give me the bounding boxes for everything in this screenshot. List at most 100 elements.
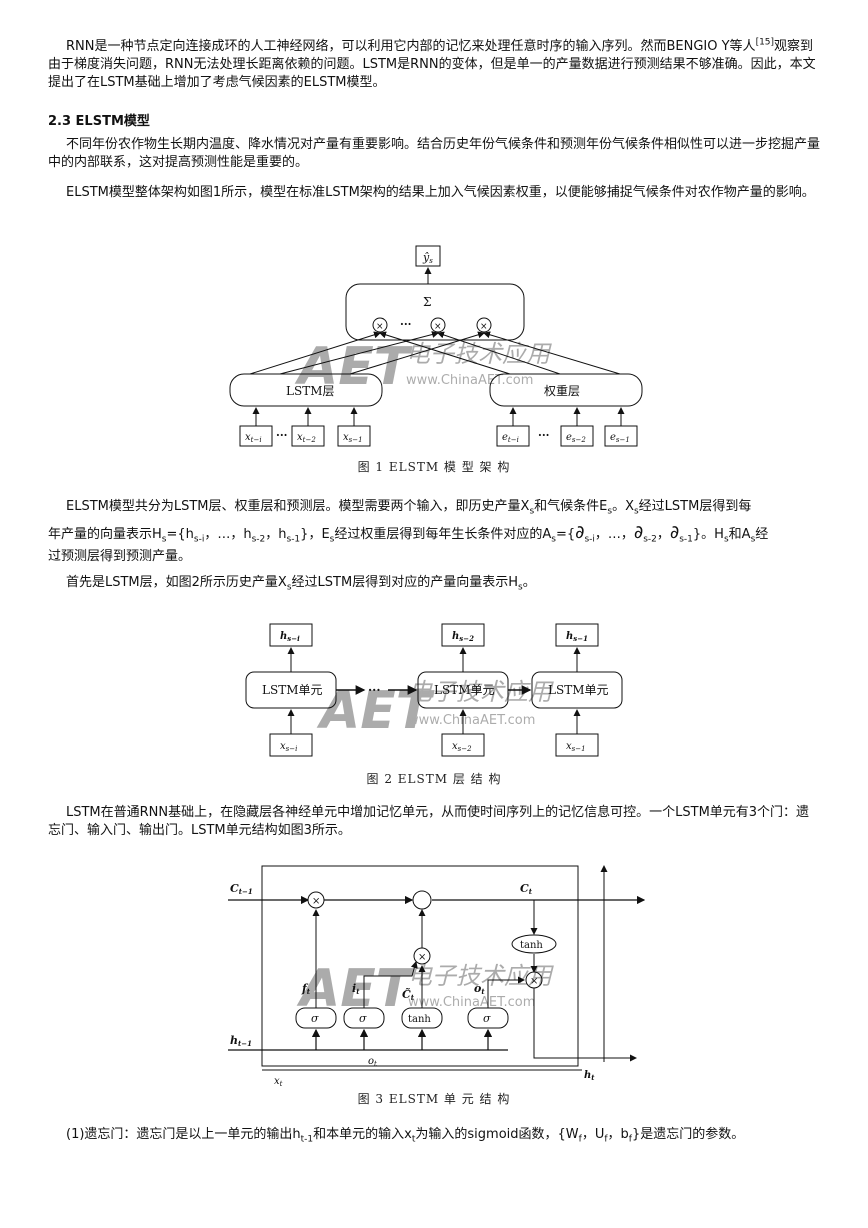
cell-boundary [261,865,579,1067]
x-t-label: xt [274,1076,283,1088]
input-e-label: es−1 [610,432,630,444]
tanh-node [511,934,557,954]
input-x-box [269,733,313,757]
text: ELSTM模型整体架构如图1所示，模型在标准LSTM架构的结果上加入气候因素权重… [66,185,815,200]
lstm-cell [531,671,623,709]
svg-text:www.ChinaAET.com: www.ChinaAET.com [408,713,535,728]
paragraph-forget-gate: (1)遗忘门：遗忘门是以上一单元的输出ht-1和本单元的输入xt为输入的sigm… [66,1127,745,1145]
svg-text:σ: σ [359,1012,367,1025]
figure-3-lstm-cell-structure: Ct−1 × Ct tanh × × σ σ tanh [228,865,646,1088]
svg-text:σ: σ [311,1012,319,1025]
o-t-line-label: ot [368,1056,377,1068]
svg-text:σ: σ [483,1012,491,1025]
output-box [415,245,441,267]
weight-layer-box [489,373,643,407]
svg-text:www.ChinaAET.com: www.ChinaAET.com [408,995,535,1010]
input-x-box [337,425,371,447]
c-prev-label: Ct−1 [230,882,253,896]
svg-text:hs−i: hs−i [280,631,300,643]
i-t-label: it [352,982,360,996]
lstm-layer-box [229,373,383,407]
svg-text:www.ChinaAET.com: www.ChinaAET.com [406,373,533,388]
svg-text:电子技术应用: 电子技术应用 [406,340,552,368]
figure-1-elstm-architecture: ŷs Σ × ··· × × LSTM层 权重层 [229,245,643,447]
c-t-label: Ct [520,882,533,896]
watermark: AET 电子技术应用 www.ChinaAET.com [316,678,554,741]
output-label: ŷs [422,251,433,265]
lstm-layer-label: LSTM层 [286,384,334,398]
input-e-label: et−i [502,432,519,444]
svg-text:tanh: tanh [408,1014,431,1025]
o-t-label: ot [474,982,485,996]
svg-text:电子技术应用: 电子技术应用 [408,678,554,706]
paragraph-lstm-layer: 首先是LSTM层，如图2所示历史产量Xs经过LSTM层得到对应的产量向量表示Hs… [66,575,536,593]
input-x-label: xt−i [245,432,262,444]
svg-text:xs−1: xs−1 [566,741,586,753]
input-x-label: xs−1 [343,432,363,444]
figure-2-caption: 图 2 ELSTM 层 结 构 [366,772,502,786]
multiply-symbol: × [434,322,442,332]
svg-text:tanh: tanh [520,940,543,951]
text: LSTM在普通RNN基础上，在隐藏层各神经单元中增加记忆单元，从而使时间序列上的… [48,805,810,838]
ellipsis: ··· [400,318,412,331]
hidden-output-box [441,623,485,647]
paragraph-architecture: ELSTM模型整体架构如图1所示，模型在标准LSTM架构的结果上加入气候因素权重… [48,184,820,202]
f-t-label: ft [301,982,311,996]
text: RNN是一种节点定向连接成环的人工神经网络，可以利用它内部的记忆来处理任意时序的… [66,39,756,54]
hidden-output-box [269,623,313,647]
partial-symbol: ∂ [669,522,680,543]
paragraph-rnn: RNN是一种节点定向连接成环的人工神经网络，可以利用它内部的记忆来处理任意时序的… [48,38,820,92]
paragraph-lstm-cell: LSTM在普通RNN基础上，在隐藏层各神经单元中增加记忆单元，从而使时间序列上的… [48,804,820,840]
svg-text:×: × [312,896,320,907]
hidden-output-box [555,623,599,647]
svg-text:×: × [530,976,538,987]
svg-text:AET: AET [316,681,435,741]
input-e-box [560,425,594,447]
paragraph-model-layers: ELSTM模型共分为LSTM层、权重层和预测层。模型需要两个输入，即历史产量Xs… [48,499,769,564]
svg-text:hs−2: hs−2 [452,631,474,643]
connection-lines [249,331,621,375]
figure-1-caption: 图 1 ELSTM 模 型 架 构 [357,460,511,474]
figure-2-lstm-layer: hs−i hs−2 hs−1 LSTM单元 LSTM单元 LSTM单元 ··· [245,623,623,757]
ellipsis: ··· [368,683,381,697]
svg-text:AET: AET [294,337,413,397]
ellipsis: ··· [276,429,288,442]
svg-text:hs−1: hs−1 [566,631,588,643]
svg-text:电子技术应用: 电子技术应用 [408,962,554,990]
input-x-label: xt−2 [297,432,316,444]
c-tilde-label: C̃t [402,988,415,1002]
forget-multiply-node [307,891,325,909]
svg-text:LSTM单元: LSTM单元 [548,683,608,697]
svg-text:xs−i: xs−i [280,741,297,753]
input-x-box [441,733,485,757]
text: 不同年份农作物生长期内温度、降水情况对产量有重要影响。结合历史年份气候条件和预测… [48,137,821,170]
input-x-box [291,425,325,447]
input-x-box [239,425,273,447]
svg-text:LSTM单元: LSTM单元 [434,683,494,697]
add-node [412,890,432,910]
weight-layer-label: 权重层 [544,384,580,398]
input-e-box [496,425,530,447]
partial-symbol: ∂ [633,522,644,543]
multiply-symbol: × [480,322,488,332]
text: 观察到由于梯度消失问题，RNN无法处理长距离依赖的问题。LSTM是RNN的变体，… [48,39,816,90]
watermark: AET 电子技术应用 www.ChinaAET.com [294,337,552,397]
multiply-symbol: × [376,322,384,332]
h-prev-label: ht−1 [230,1034,252,1048]
citation[interactable]: [15] [755,37,775,48]
watermark: AET 电子技术应用 www.ChinaAET.com [296,959,554,1019]
svg-text:LSTM单元: LSTM单元 [262,683,322,697]
partial-symbol: ∂ [575,522,585,543]
input-e-box [604,425,638,447]
sum-symbol: Σ [423,295,431,309]
h-t-label: ht [584,1070,595,1082]
input-x-box [555,733,599,757]
ellipsis: ··· [538,429,550,442]
svg-text:×: × [418,952,426,963]
input-e-label: es−2 [566,432,586,444]
svg-text:AET: AET [296,959,415,1019]
svg-text:xs−2: xs−2 [452,741,472,753]
section-heading: 2.3 ELSTM模型 [48,114,150,129]
figure-3-caption: 图 3 ELSTM 单 元 结 构 [357,1092,511,1106]
